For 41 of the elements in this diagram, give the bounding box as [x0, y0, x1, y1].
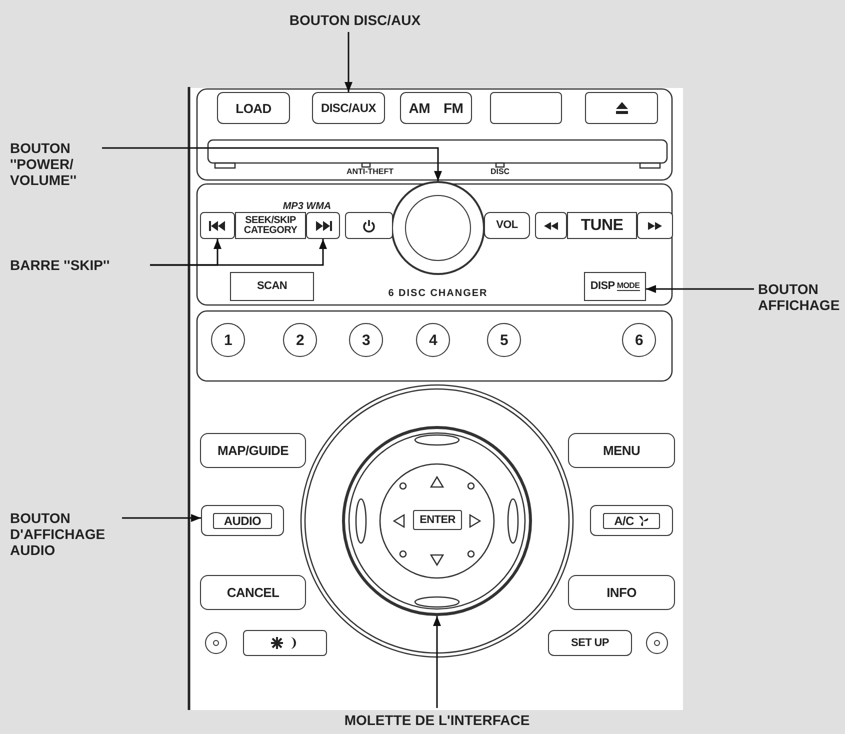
panel-button: SCAN	[230, 272, 314, 301]
callout-label: BOUTON AFFICHAGE	[758, 281, 844, 313]
panel-button: MAP/GUIDE	[200, 433, 306, 468]
fast-forward-button	[637, 212, 673, 239]
callout-label: BARRE ''SKIP''	[10, 257, 150, 273]
panel-button: DISP MODE	[584, 272, 646, 301]
skip-forward-button	[306, 212, 340, 239]
power-button	[345, 212, 393, 239]
panel-button: ENTER	[413, 510, 462, 530]
panel-button: AM FM	[400, 92, 472, 124]
callout-label: BOUTON DISC/AUX	[270, 12, 440, 28]
panel-button: LOAD	[217, 92, 290, 124]
eject-button	[585, 92, 658, 124]
panel-button: DISC/AUX	[312, 92, 385, 124]
panel-button: SET UP	[548, 630, 632, 656]
panel-button: AUDIO	[201, 505, 284, 536]
leader-arrow	[646, 285, 754, 293]
leader-arrow	[150, 239, 327, 266]
panel-text: ANTI-THEFT	[345, 168, 395, 176]
leader-arrow	[433, 616, 441, 708]
callout-label: BOUTON ''POWER/ VOLUME''	[10, 140, 102, 188]
panel-button: SEEK/SKIP CATEGORY	[235, 212, 306, 239]
panel-text: 6 DISC CHANGER	[387, 289, 489, 300]
leader-arrow	[344, 32, 352, 92]
callout-label: BOUTON D'AFFICHAGE AUDIO	[10, 510, 122, 558]
panel-text: MP3 WMA	[282, 202, 332, 212]
panel-button: VOL	[484, 212, 530, 239]
interface-dial	[342, 426, 532, 616]
radio-band-button	[490, 92, 562, 124]
skip-back-button	[200, 212, 235, 239]
panel-button: INFO	[568, 575, 675, 610]
panel-button: CANCEL	[200, 575, 306, 610]
callout-label: MOLETTE DE L'INTERFACE	[287, 712, 587, 728]
day-night-button	[243, 630, 327, 656]
panel-button: A/C	[590, 505, 673, 536]
rewind-button	[535, 212, 567, 239]
panel-text: DISC	[489, 168, 511, 176]
panel-button: MENU	[568, 433, 675, 468]
leader-arrow	[122, 514, 201, 522]
leader-arrow	[102, 147, 442, 181]
panel-button: TUNE	[567, 212, 637, 239]
